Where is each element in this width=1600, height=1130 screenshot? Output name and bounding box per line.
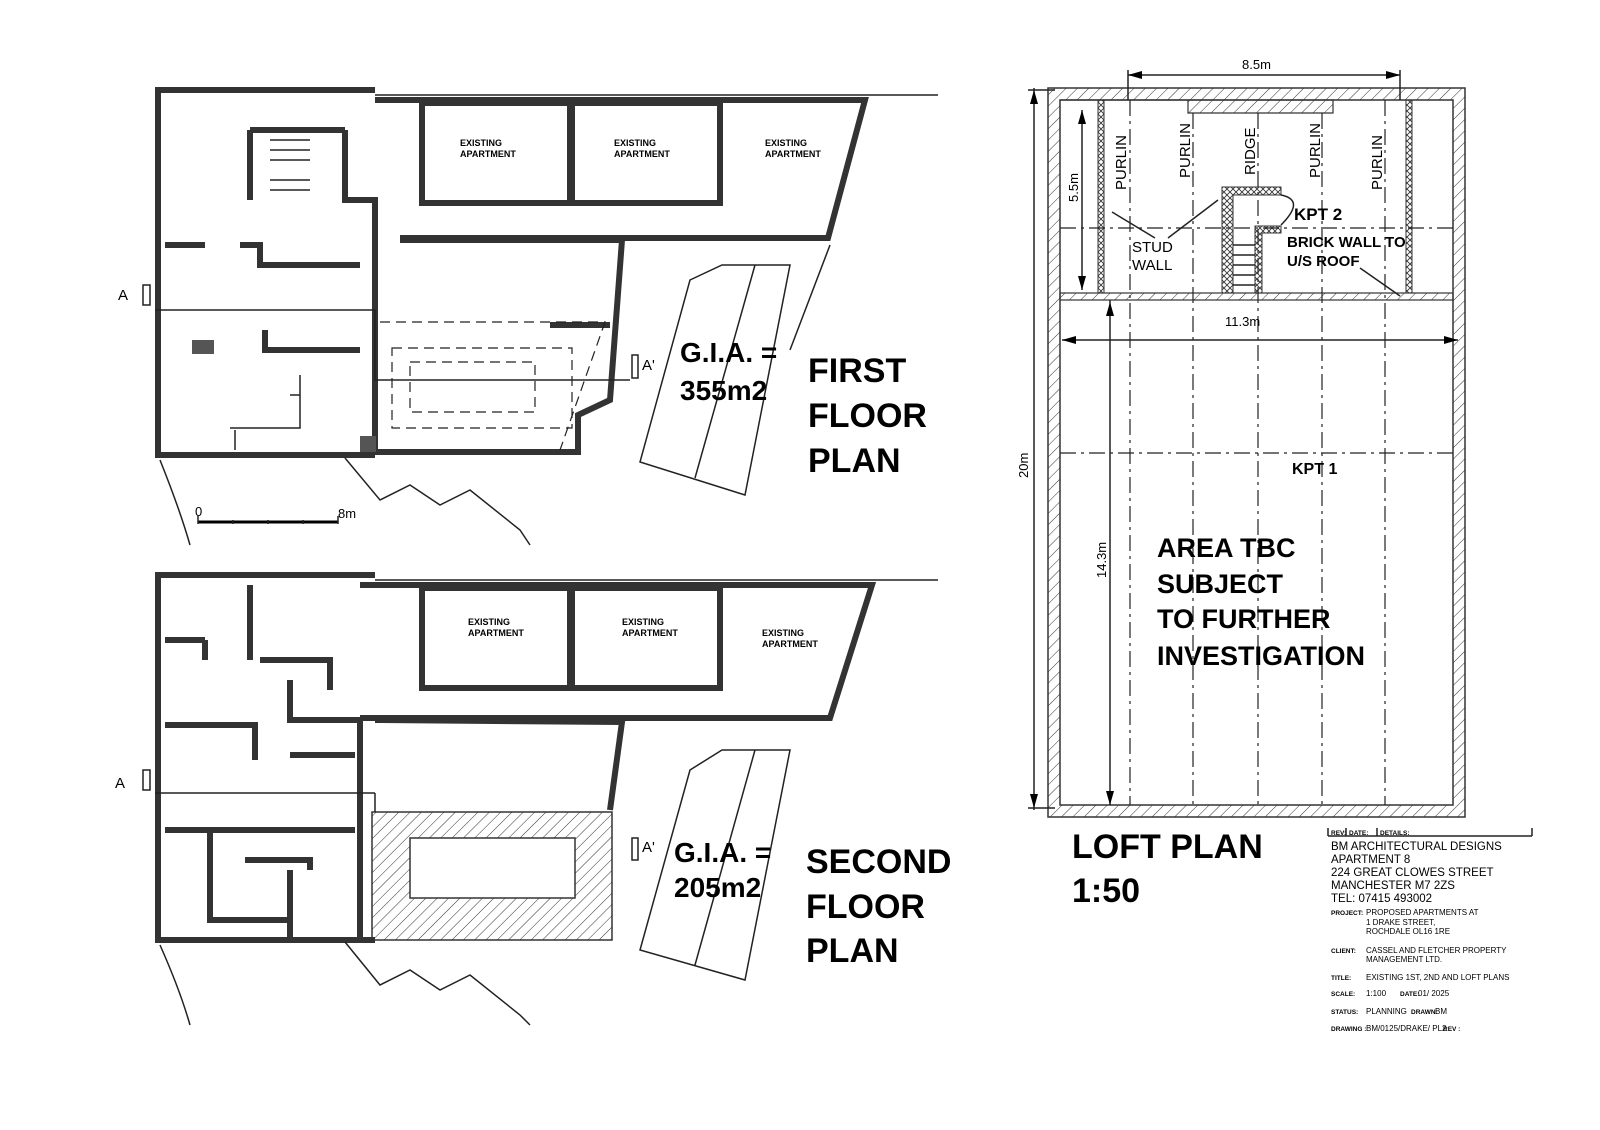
dim-overall: 20m	[1016, 453, 1031, 478]
drawing-text: MANAGEMENT LTD.	[1366, 955, 1442, 964]
drawing-text: 0	[195, 504, 202, 519]
plan-title-line2: FLOOR	[806, 888, 925, 926]
loft-plan: 8.5m 5.5m 11.3m 20m 14.3m PURLIN PURLIN …	[1016, 57, 1466, 910]
drawing-text: CLIENT:	[1331, 948, 1356, 955]
drawing-text: ROCHDALE OL16 1RE	[1366, 927, 1450, 936]
gia-value: 205m2	[674, 872, 761, 903]
apartment-labels: EXISTING APARTMENT EXISTING APARTMENT EX…	[468, 617, 818, 649]
drawing-text: DATE:	[1349, 830, 1368, 837]
drawing-text: DRAWN:	[1411, 1009, 1438, 1016]
drawing-text: 224 GREAT CLOWES STREET	[1331, 867, 1494, 879]
dim-mid: 11.3m	[1225, 314, 1260, 329]
drawing-text: EXISTING	[614, 138, 656, 148]
title-block: REV: DATE: DETAILS: BM ARCHITECTURAL DES…	[1327, 828, 1533, 1033]
plan-title-line2: FLOOR	[808, 397, 927, 435]
section-marker-a: A	[118, 287, 128, 304]
stud-wall-label-1: STUD	[1132, 239, 1173, 256]
drawing-text: APARTMENT	[614, 149, 670, 159]
kpt1-label: KPT 1	[1292, 461, 1337, 478]
drawing-text: MANCHESTER M7 2ZS	[1331, 880, 1455, 892]
drawing-text: 1:100	[1366, 989, 1387, 998]
kpt2-label: KPT 2	[1294, 205, 1342, 224]
gia-label: G.I.A. =	[674, 837, 771, 868]
drawing-text: PLANNING	[1366, 1007, 1407, 1016]
drawing-text: DRAWING :	[1331, 1026, 1366, 1033]
gia-label: G.I.A. =	[680, 337, 777, 368]
drawing-text: PURLIN	[1369, 135, 1386, 190]
apartment-labels: EXISTING APARTMENT EXISTING APARTMENT EX…	[460, 138, 821, 159]
drawing-text: INVESTIGATION	[1157, 641, 1365, 671]
section-marker-a-prime: A'	[642, 357, 655, 374]
stud-wall-label-2: WALL	[1132, 257, 1172, 274]
drawing-text: CASSEL AND FLETCHER PROPERTY	[1366, 946, 1507, 955]
plan-title-line1: SECOND	[806, 843, 951, 881]
section-marker-a-prime: A'	[642, 839, 655, 856]
drawing-text: APARTMENT	[460, 149, 516, 159]
drawing-text: BM	[1435, 1007, 1447, 1016]
drawing-text: DETAILS:	[1380, 830, 1410, 837]
drawing-text: REV:	[1331, 830, 1346, 837]
drawing-text: TO FURTHER	[1157, 604, 1331, 634]
drawing-text: BM/0125/DRAKE/ PL2	[1366, 1024, 1447, 1033]
roof-member-labels: PURLIN PURLIN RIDGE PURLIN PURLIN	[1113, 123, 1386, 190]
drawing-text: 8m	[338, 506, 356, 521]
drawing-text: TEL: 07415 493002	[1331, 893, 1432, 905]
drawing-text: SUBJECT	[1157, 569, 1284, 599]
dim-left-upper: 5.5m	[1066, 173, 1081, 202]
drawing-text: EXISTING	[460, 138, 502, 148]
drawing-text: REV :	[1443, 1026, 1460, 1033]
plan-title-line1: FIRST	[808, 352, 906, 390]
drawing-text: PROJECT:	[1331, 910, 1363, 917]
drawing-text: APARTMENT	[622, 628, 678, 638]
drawing-text: EXISTING	[762, 628, 804, 638]
loft-title: LOFT PLAN	[1072, 828, 1263, 866]
gia-value: 355m2	[680, 375, 767, 406]
section-marker-a: A	[115, 775, 125, 792]
drawing-text: EXISTING	[765, 138, 807, 148]
drawing-text: APARTMENT	[762, 639, 818, 649]
drawing-text: PURLIN	[1113, 135, 1130, 190]
first-floor-plan: A A' EXISTING APARTMENT EXISTING APARTME…	[118, 87, 938, 546]
drawing-text: STATUS:	[1331, 1009, 1358, 1016]
drawing-text: DATE:	[1400, 991, 1419, 998]
dim-top: 8.5m	[1242, 57, 1271, 72]
dim-lower: 14.3m	[1094, 542, 1109, 578]
drawing-text: PROPOSED APARTMENTS AT	[1366, 908, 1479, 917]
second-floor-plan: A A' EXISTING APARTMENT EXISTING APARTME…	[115, 572, 951, 1026]
drawing-text: PURLIN	[1177, 123, 1194, 178]
plan-title-line3: PLAN	[806, 932, 899, 970]
drawing-text: AREA TBC	[1157, 533, 1296, 563]
area-note: AREA TBC SUBJECT TO FURTHER INVESTIGATIO…	[1157, 533, 1365, 671]
drawing-text: 1 DRAKE STREET,	[1366, 918, 1435, 927]
drawing-text: EXISTING 1ST, 2ND AND LOFT PLANS	[1366, 973, 1509, 982]
drawing-text: RIDGE	[1242, 127, 1259, 175]
drawing-text: TITLE:	[1331, 975, 1351, 982]
drawing-text: APARTMENT	[468, 628, 524, 638]
drawing-text: PURLIN	[1307, 123, 1324, 178]
drawing-text: APARTMENT 8	[1331, 854, 1410, 866]
loft-scale: 1:50	[1072, 872, 1140, 910]
drawing-text: EXISTING	[622, 617, 664, 627]
scale-bar: 0 8m	[195, 504, 356, 524]
brick-wall-label-1: BRICK WALL TO	[1287, 234, 1406, 251]
drawing-text: SCALE:	[1331, 991, 1355, 998]
drawing-text: BM ARCHITECTURAL DESIGNS	[1331, 841, 1502, 853]
drawing-text: EXISTING	[468, 617, 510, 627]
drawing-text: 01/ 2025	[1418, 989, 1450, 998]
drawing-text: APARTMENT	[765, 149, 821, 159]
brick-wall-label-2: U/S ROOF	[1287, 253, 1360, 270]
plan-title-line3: PLAN	[808, 442, 901, 480]
